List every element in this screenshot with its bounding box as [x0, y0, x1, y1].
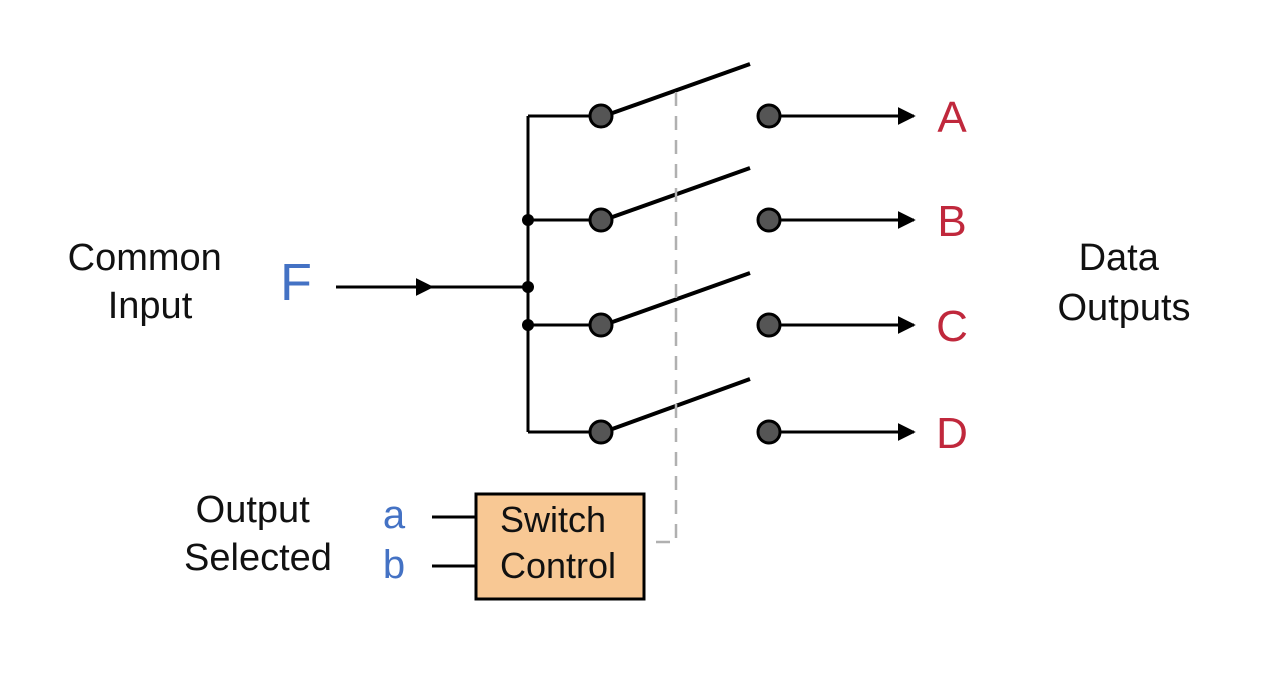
- switch-pole: [588, 207, 614, 233]
- switch-pole: [588, 419, 614, 445]
- data-outputs-label: Data Outputs: [1057, 237, 1190, 329]
- output-selected-label-line1: Output: [196, 489, 311, 531]
- data-outputs-label-line1: Data: [1079, 237, 1160, 279]
- output-label-b: B: [937, 197, 966, 246]
- switch-control-box: [474, 492, 646, 601]
- switch-pole: [588, 103, 614, 129]
- select-line-a-label: a: [383, 493, 406, 537]
- switch-row-a: [528, 62, 916, 129]
- output-label-d: D: [936, 409, 968, 458]
- switch-contact: [756, 312, 782, 338]
- data-outputs-label-line2: Outputs: [1057, 287, 1190, 329]
- switch-pole: [588, 312, 614, 338]
- common-input-label-line1: Common: [68, 237, 222, 279]
- switch-row-d: [528, 377, 916, 445]
- switch-blade: [603, 62, 751, 118]
- switch-control-line1: Switch: [500, 499, 606, 540]
- switch-blade: [603, 271, 751, 327]
- switch-contact: [756, 419, 782, 445]
- switch-linkage-dashed: [646, 92, 678, 544]
- switch-contact: [756, 103, 782, 129]
- switch-contact: [756, 207, 782, 233]
- common-input-label-line2: Input: [108, 285, 193, 327]
- switch-control-label: Switch Control: [500, 499, 616, 586]
- output-selected-label-line2: Selected: [184, 537, 332, 579]
- output-selected-label: Output Selected: [184, 489, 332, 579]
- output-label-c: C: [936, 302, 968, 351]
- common-input-label: Common Input: [68, 237, 233, 327]
- output-label-a: A: [937, 93, 967, 142]
- switch-row-c: [528, 271, 916, 338]
- switch-row-b: [528, 166, 916, 233]
- input-symbol-f: F: [280, 254, 312, 312]
- switch-control-line2: Control: [500, 545, 616, 586]
- select-line-b-label: b: [383, 543, 405, 587]
- junction-dot: [522, 281, 534, 293]
